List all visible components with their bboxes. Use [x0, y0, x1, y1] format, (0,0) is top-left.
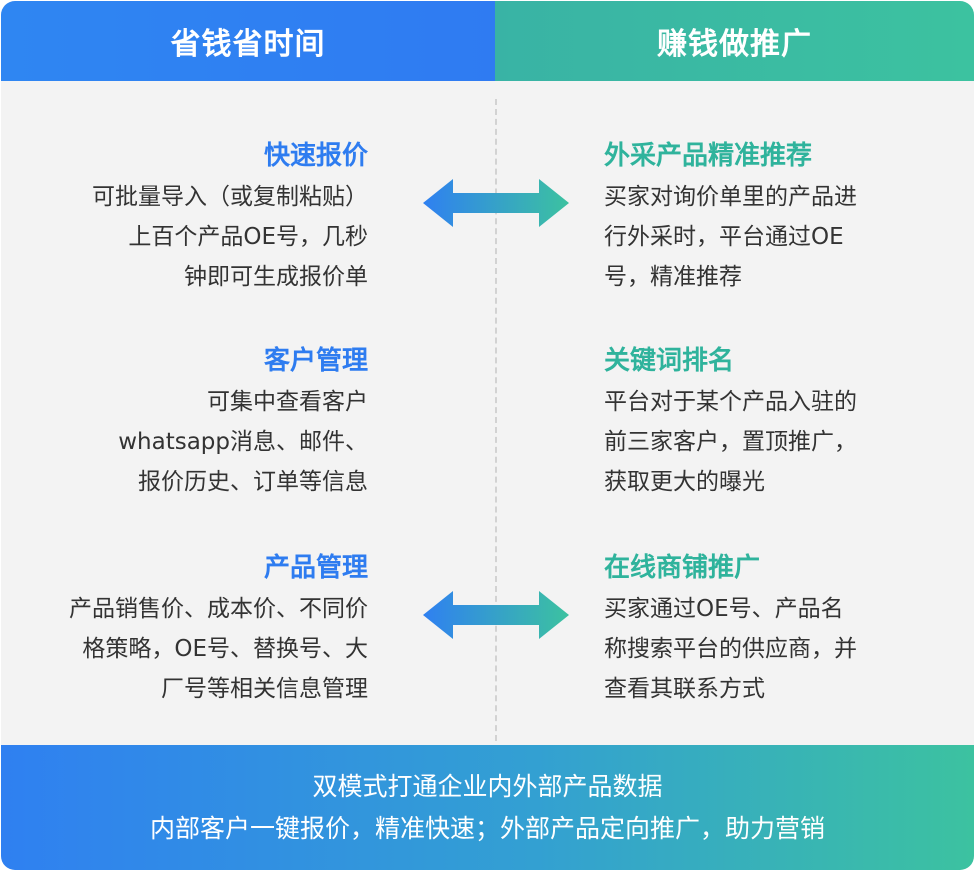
feature-line: 报价历史、订单等信息: [138, 469, 368, 495]
feature-line: 可集中查看客户: [207, 389, 368, 415]
footer-line-1: 双模式打通企业内外部产品数据: [312, 771, 663, 801]
feature-line: 平台对于某个产品入驻的: [604, 389, 857, 415]
feature-line: 可批量导入（或复制粘贴）: [92, 184, 368, 210]
header-left: 省钱省时间: [1, 1, 495, 81]
feature-line: 号，精准推荐: [604, 264, 742, 290]
feature-title: 产品管理: [263, 553, 368, 583]
feature-line: 前三家客户，置顶推广，: [604, 429, 857, 455]
feature-title: 在线商铺推广: [604, 553, 761, 583]
center-divider: [495, 99, 497, 741]
header: 省钱省时间 赚钱做推广: [1, 1, 974, 81]
feature-line: whatsapp消息、邮件、: [118, 429, 368, 455]
feature-line: 厂号等相关信息管理: [161, 676, 368, 702]
feature-line: 格策略，OE号、替换号、大: [82, 636, 368, 662]
header-left-title: 省钱省时间: [170, 27, 326, 62]
feature-line: 买家通过OE号、产品名: [604, 596, 844, 622]
footer-banner: 双模式打通企业内外部产品数据 内部客户一键报价，精准快速；外部产品定向推广，助力…: [1, 745, 974, 870]
feature-title: 关键词排名: [604, 346, 735, 376]
header-right: 赚钱做推广: [495, 1, 974, 81]
feature-line: 钟即可生成报价单: [184, 264, 368, 290]
feature-customer-management: 客户管理 可集中查看客户 whatsapp消息、邮件、 报价历史、订单等信息: [1, 344, 368, 502]
feature-line: 买家对询价单里的产品进: [604, 184, 857, 210]
double-arrow-icon: [423, 179, 569, 227]
feature-line: 行外采时，平台通过OE: [604, 224, 844, 250]
feature-line: 上百个产品OE号，几秒: [128, 224, 368, 250]
feature-sourcing-recommendation: 外采产品精准推荐 买家对询价单里的产品进 行外采时，平台通过OE 号，精准推荐: [604, 139, 924, 297]
feature-product-management: 产品管理 产品销售价、成本价、不同价 格策略，OE号、替换号、大 厂号等相关信息…: [1, 551, 368, 709]
feature-quick-quote: 快速报价 可批量导入（或复制粘贴） 上百个产品OE号，几秒 钟即可生成报价单: [1, 139, 368, 297]
header-right-title: 赚钱做推广: [657, 27, 812, 62]
feature-line: 称搜索平台的供应商，并: [604, 636, 857, 662]
feature-title: 快速报价: [263, 141, 368, 171]
footer-line-2: 内部客户一键报价，精准快速；外部产品定向推广，助力营销: [149, 813, 825, 843]
feature-online-store-promotion: 在线商铺推广 买家通过OE号、产品名 称搜索平台的供应商，并 查看其联系方式: [604, 551, 924, 709]
feature-line: 获取更大的曝光: [604, 469, 765, 495]
feature-title: 外采产品精准推荐: [604, 141, 813, 171]
feature-title: 客户管理: [263, 346, 368, 376]
feature-line: 查看其联系方式: [604, 676, 765, 702]
feature-line: 产品销售价、成本价、不同价: [69, 596, 368, 622]
feature-keyword-ranking: 关键词排名 平台对于某个产品入驻的 前三家客户，置顶推广， 获取更大的曝光: [604, 344, 924, 502]
double-arrow-icon: [423, 591, 569, 639]
